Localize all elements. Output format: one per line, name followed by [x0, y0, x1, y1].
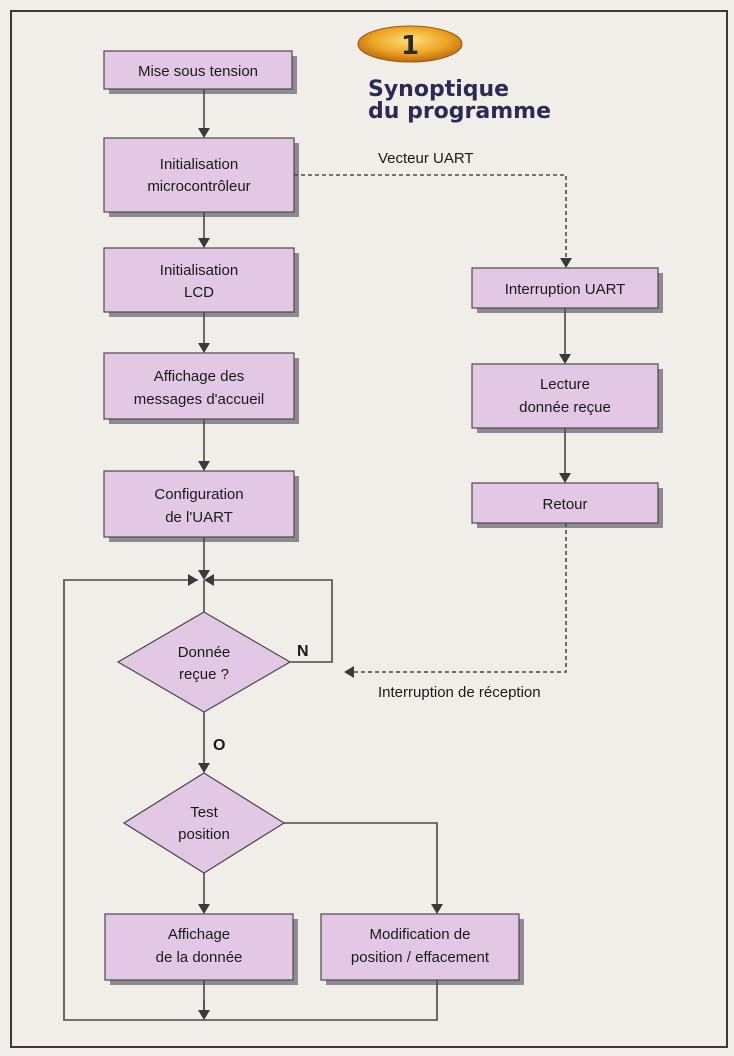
figure-title-line2: du programme: [368, 99, 551, 124]
figure-badge: 1: [357, 25, 463, 63]
decision-data-received: Donnée reçue ?: [116, 611, 292, 713]
figure-number: 1: [401, 31, 419, 61]
step-modify-position-line2: position / effacement: [351, 949, 490, 966]
figure-title-line1: Synoptique: [368, 77, 509, 102]
step-init-mcu-line2: microcontrôleur: [147, 178, 250, 195]
step-config-uart-line2: de l'UART: [165, 509, 233, 526]
step-init-mcu: Initialisation microcontrôleur: [103, 137, 299, 217]
decision-data-received-line2: reçue ?: [179, 666, 229, 683]
step-config-uart: Configuration de l'UART: [103, 470, 299, 542]
decision-test-position-line2: position: [178, 826, 230, 843]
step-modify-position-line1: Modification de: [370, 926, 471, 943]
step-init-lcd-line2: LCD: [184, 284, 214, 301]
decision-test-position: Test position: [122, 772, 286, 874]
step-power-on-label: Mise sous tension: [138, 63, 258, 80]
step-uart-interrupt-label: Interruption UART: [505, 281, 626, 298]
step-init-lcd-line1: Initialisation: [160, 262, 238, 279]
step-display-data-line1: Affichage: [168, 926, 230, 943]
label-no: N: [297, 643, 309, 660]
decision-data-received-line1: Donnée: [178, 644, 231, 661]
step-welcome-line2: messages d'accueil: [134, 391, 264, 408]
step-read-data-line1: Lecture: [540, 376, 590, 393]
step-return: Retour: [471, 482, 663, 528]
step-init-mcu-line1: Initialisation: [160, 156, 238, 173]
label-rx-interrupt: Interruption de réception: [378, 684, 541, 701]
step-init-lcd: Initialisation LCD: [103, 247, 299, 317]
label-uart-vector: Vecteur UART: [378, 150, 474, 167]
step-return-label: Retour: [542, 496, 587, 513]
step-read-data-line2: donnée reçue: [519, 399, 611, 416]
step-uart-interrupt: Interruption UART: [471, 267, 663, 313]
decision-test-position-line1: Test: [190, 804, 218, 821]
figure-border: [10, 10, 728, 1048]
step-read-data: Lecture donnée reçue: [471, 363, 663, 433]
label-yes: O: [213, 737, 225, 754]
step-welcome-line1: Affichage des: [154, 368, 245, 385]
step-modify-position: Modification de position / effacement: [320, 913, 524, 985]
step-display-data: Affichage de la donnée: [104, 913, 298, 985]
step-power-on: Mise sous tension: [103, 50, 297, 94]
step-welcome: Affichage des messages d'accueil: [103, 352, 299, 424]
step-config-uart-line1: Configuration: [154, 486, 243, 503]
step-display-data-line2: de la donnée: [156, 949, 243, 966]
connectors: [63, 89, 572, 1021]
